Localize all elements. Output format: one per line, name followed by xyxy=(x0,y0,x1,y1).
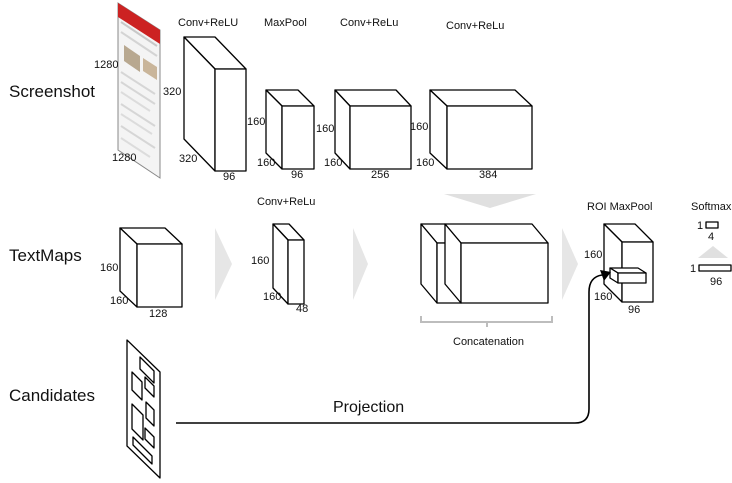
softmax-label: Softmax xyxy=(691,201,732,213)
roi-width-label: 160 xyxy=(594,291,612,303)
up-arrow-icon xyxy=(698,246,728,258)
conv2-width-label: 160 xyxy=(324,157,342,169)
conv2-block xyxy=(334,89,412,170)
conv1-height-label: 320 xyxy=(163,86,181,98)
maxpool-width-label: 160 xyxy=(257,157,275,169)
maxpool-label: MaxPool xyxy=(264,17,307,29)
conv3-width-label: 160 xyxy=(416,157,434,169)
textmap-width-label: 160 xyxy=(110,295,128,307)
projection-arrowhead-icon xyxy=(600,270,611,281)
conv1-width-label: 320 xyxy=(179,153,197,165)
roi-maxpool-label: ROI MaxPool xyxy=(587,201,652,213)
conv3-depth-label: 384 xyxy=(479,169,497,181)
right-arrow-icon xyxy=(562,228,578,300)
softmax-small-size-label: 4 xyxy=(708,231,714,243)
conv1-label: Conv+ReLU xyxy=(178,17,238,29)
row-label-candidates: Candidates xyxy=(9,386,95,405)
softmax-small-rows-label: 1 xyxy=(697,220,703,232)
textmap-block xyxy=(119,227,183,308)
screenshot-width-label: 1280 xyxy=(112,152,136,164)
concatenation-label: Concatenation xyxy=(453,336,524,348)
conv-text-block xyxy=(272,223,305,305)
conv3-height-label: 160 xyxy=(410,121,428,133)
screenshot-height-label: 1280 xyxy=(94,59,118,71)
conv-text-depth-label: 48 xyxy=(296,303,308,315)
textmap-depth-label: 128 xyxy=(149,308,167,320)
row-label-screenshot: Screenshot xyxy=(9,82,95,101)
concatenation-bracket xyxy=(420,316,553,327)
down-arrow-icon xyxy=(444,194,536,208)
conv3-block xyxy=(429,89,533,170)
maxpool-depth-label: 96 xyxy=(291,169,303,181)
screenshot-thumbnail xyxy=(117,2,161,179)
softmax-large-rows-label: 1 xyxy=(690,263,696,275)
textmap-height-label: 160 xyxy=(100,262,118,274)
conv-text-label: Conv+ReLu xyxy=(257,196,315,208)
projection-arrow xyxy=(176,274,603,424)
row-label-textmaps: TextMaps xyxy=(9,246,82,265)
maxpool-block xyxy=(265,89,315,170)
roi-height-label: 160 xyxy=(584,249,602,261)
conv2-label: Conv+ReLu xyxy=(340,17,398,29)
right-arrow-icon xyxy=(215,228,232,300)
conv-text-height-label: 160 xyxy=(251,255,269,267)
maxpool-height-label: 160 xyxy=(247,116,265,128)
softmax-output-small xyxy=(705,221,719,229)
candidates-thumbnail xyxy=(126,339,161,479)
right-arrow-icon xyxy=(353,228,368,300)
conv2-height-label: 160 xyxy=(316,123,334,135)
softmax-large-size-label: 96 xyxy=(710,276,722,288)
concatenation-block-visual xyxy=(444,223,549,304)
roi-depth-label: 96 xyxy=(628,304,640,316)
conv1-depth-label: 96 xyxy=(223,171,235,183)
conv3-label: Conv+ReLu xyxy=(446,20,504,32)
projection-label: Projection xyxy=(333,399,404,416)
softmax-output-large xyxy=(698,264,732,272)
roi-region xyxy=(609,267,647,284)
conv2-depth-label: 256 xyxy=(371,169,389,181)
conv1-block xyxy=(183,36,247,172)
conv-text-width-label: 160 xyxy=(263,291,281,303)
